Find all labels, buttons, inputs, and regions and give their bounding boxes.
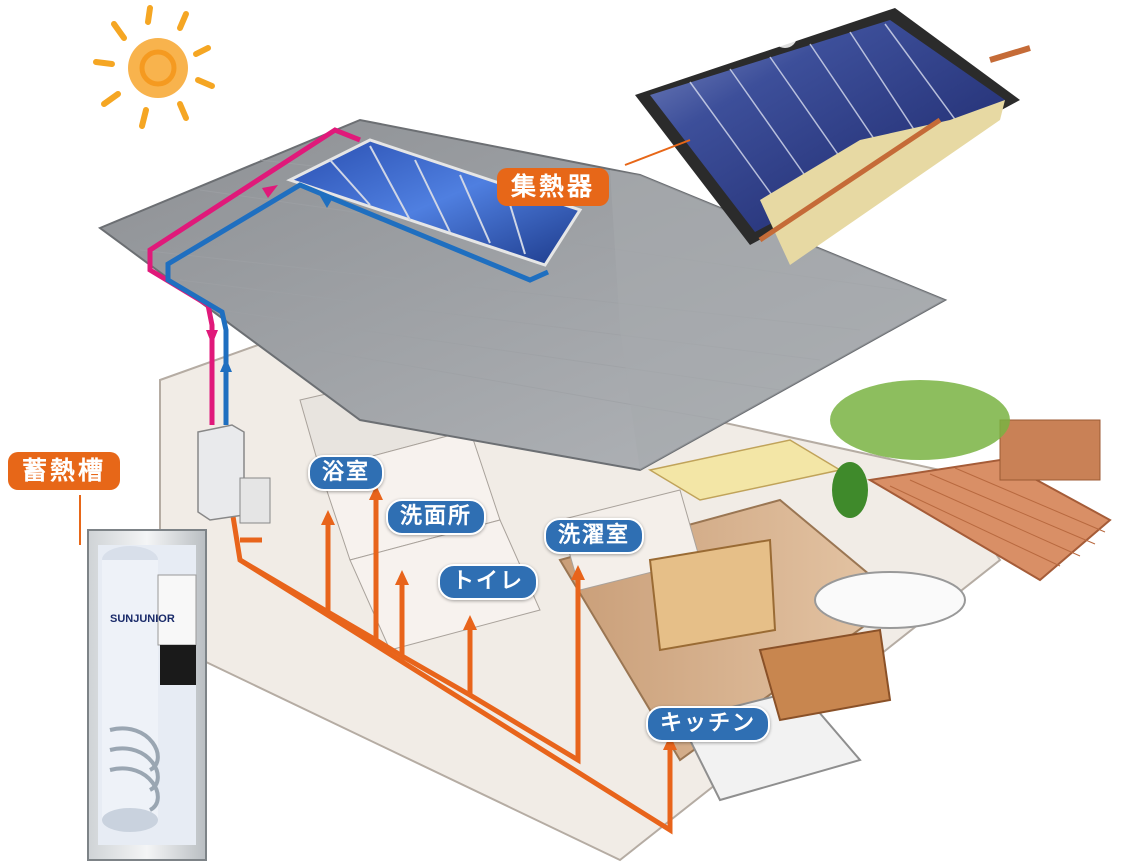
storage-tank-label: 蓄熱槽 bbox=[8, 452, 121, 490]
laundry-room-label: 洗濯室 bbox=[544, 518, 645, 554]
storage-tank-unit: SUNJUNIOR bbox=[79, 495, 207, 861]
tank-brand-text: SUNJUNIOR bbox=[110, 613, 175, 625]
supply-arrows bbox=[321, 485, 677, 750]
roof bbox=[97, 118, 948, 472]
cold-pipe bbox=[165, 182, 550, 425]
collector-closeup bbox=[624, 8, 1031, 265]
washroom-label: 洗面所 bbox=[386, 499, 487, 535]
toilet-label: トイレ bbox=[438, 564, 539, 600]
collector-label: 集熱器 bbox=[497, 168, 610, 206]
kitchen-label: キッチン bbox=[646, 706, 771, 742]
hot-pipe bbox=[147, 127, 361, 425]
bathroom-label: 浴室 bbox=[308, 455, 385, 491]
supply-pipes bbox=[225, 484, 673, 835]
outdoor-unit bbox=[197, 424, 271, 524]
sun-icon bbox=[93, 5, 215, 129]
